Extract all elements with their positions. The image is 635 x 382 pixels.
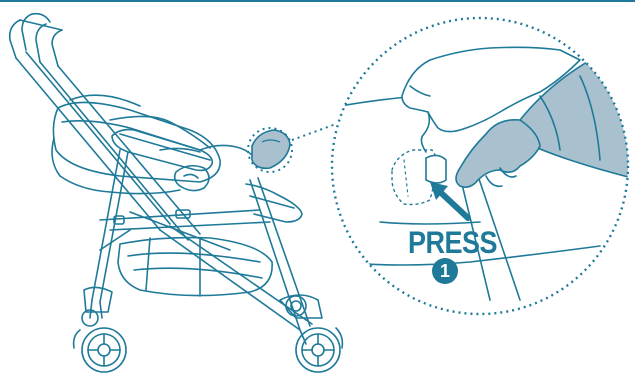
detail-connector — [292, 124, 336, 140]
press-label: PRESS — [408, 227, 488, 259]
stroller-illustration — [10, 14, 343, 372]
detail-callout — [330, 18, 635, 314]
stroller-release-button — [252, 130, 290, 168]
step-number-badge: 1 — [432, 258, 458, 284]
hand-pressing-illustration — [456, 120, 540, 187]
release-button — [426, 155, 446, 183]
